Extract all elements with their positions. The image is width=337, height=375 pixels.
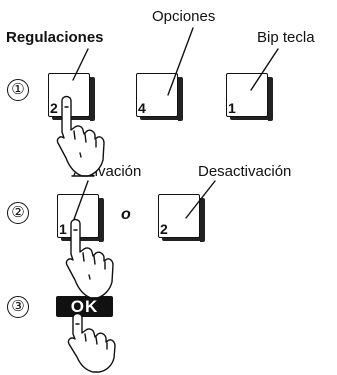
pointing-hand-icon bbox=[65, 218, 114, 299]
step-1-marker: ① bbox=[7, 79, 29, 101]
key-face bbox=[136, 73, 178, 117]
key-shadow bbox=[162, 236, 205, 241]
key-face bbox=[158, 194, 200, 238]
options-label: Opciones bbox=[152, 8, 216, 25]
key-beep-label: Bip tecla bbox=[257, 29, 315, 46]
leader-line-options bbox=[167, 27, 194, 96]
or-separator: o bbox=[121, 206, 131, 223]
key-digit: 4 bbox=[138, 100, 146, 116]
leader-line-activation bbox=[72, 180, 89, 223]
ok-button[interactable]: OK bbox=[56, 296, 113, 317]
step-2-marker: ② bbox=[7, 202, 29, 224]
key-digit: 1 bbox=[228, 100, 236, 116]
pointing-hand-icon bbox=[56, 95, 105, 177]
key-digit: 2 bbox=[160, 221, 168, 237]
key-shadow bbox=[52, 115, 95, 120]
leader-line-key-beep bbox=[250, 48, 279, 91]
leader-line-settings bbox=[72, 48, 89, 81]
leader-line-deactivation bbox=[185, 180, 216, 219]
key-digit: 1 bbox=[59, 221, 67, 237]
settings-label: Regulaciones bbox=[6, 29, 104, 46]
key-shadow bbox=[230, 115, 273, 120]
key-shadow bbox=[178, 77, 183, 121]
key-shadow bbox=[200, 198, 205, 242]
key-shadow bbox=[268, 77, 273, 121]
key-shadow bbox=[90, 77, 95, 121]
deactivation-label: Desactivación bbox=[198, 163, 292, 180]
key-shadow bbox=[140, 115, 183, 120]
step-3-marker: ③ bbox=[7, 296, 29, 318]
pointing-hand-icon bbox=[67, 312, 116, 373]
key-face bbox=[226, 73, 268, 117]
key-shadow bbox=[61, 236, 104, 241]
key-digit: 2 bbox=[50, 100, 58, 116]
key-shadow bbox=[99, 198, 104, 242]
